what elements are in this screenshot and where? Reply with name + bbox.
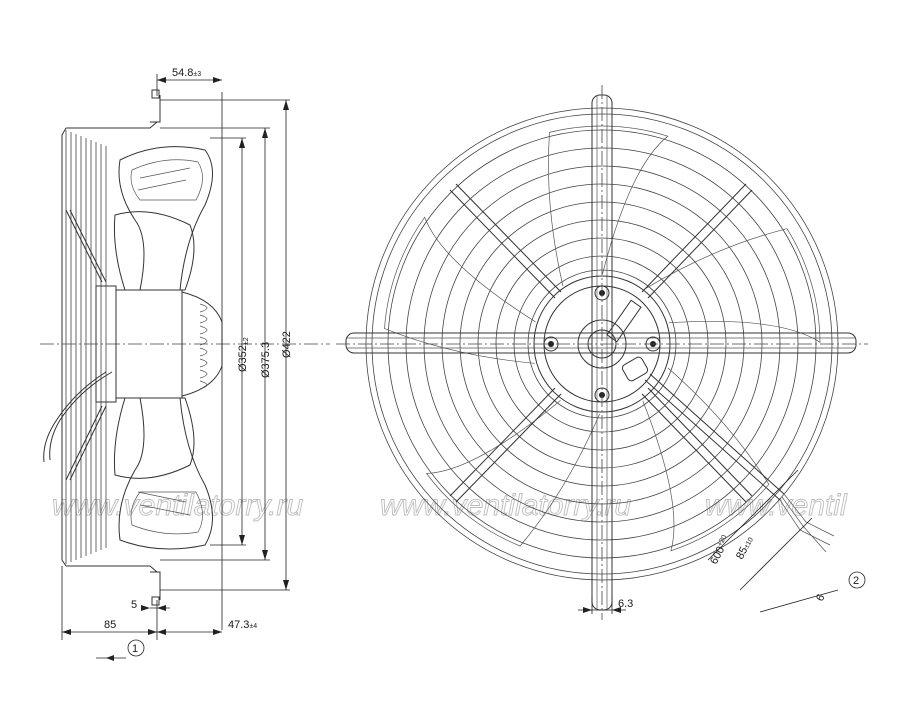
blade-upper-inner [130, 159, 203, 201]
rotor-fin [199, 369, 208, 379]
horizontal-support-bar [345, 332, 857, 354]
arrow-d422-top [283, 100, 289, 110]
front-cable [644, 373, 785, 501]
spoke-nw [449, 183, 562, 299]
blade-upper-slot [137, 167, 191, 191]
rotor-fin [199, 314, 208, 324]
rotor-fin [199, 380, 208, 390]
arrow-47-r [213, 629, 222, 635]
arrow-54-8-l [157, 77, 166, 83]
marker-1-arrow [106, 655, 114, 661]
front-blades [384, 125, 821, 552]
dim-line-600 [707, 469, 799, 561]
arrow-d375-bot [262, 550, 268, 560]
spoke-se [641, 387, 753, 503]
cable [43, 371, 113, 463]
guard-top-rail [61, 121, 158, 573]
arrow-5-l [141, 605, 150, 611]
front-view: 6.3 85±10 600+20 6 2 [336, 85, 868, 620]
rotor-fin [199, 347, 208, 357]
rotor-fin [199, 358, 208, 368]
arrow-d352-bot [239, 535, 245, 545]
blade-lower-slot [137, 491, 191, 516]
arrow-d422-bot [283, 580, 289, 590]
label-d422: Ø422 [281, 331, 293, 358]
front-blade [425, 400, 600, 547]
blade-mid-lower [113, 397, 195, 479]
arrow-47-l [157, 629, 166, 635]
blade-upper-outer [118, 146, 213, 291]
label-47-3: 47.3±4 [228, 619, 257, 631]
arrow-85-l [62, 629, 71, 635]
hub-label-plate [606, 299, 642, 343]
label-5: 5 [131, 599, 137, 611]
label-85: 85 [104, 619, 116, 631]
guard-top-bracket [150, 95, 161, 600]
arrow-d352-top [239, 138, 245, 148]
front-blade [644, 228, 821, 343]
label-85-cable: 85±10 [734, 535, 756, 562]
dim-line-6-wire [759, 589, 839, 613]
side-view: Ø352±2 Ø375.3 Ø422 54.8±3 85 47.3±4 5 1 [40, 67, 330, 661]
marker-1-circle [127, 639, 145, 657]
arrow-6-3-l [583, 607, 592, 613]
arrow-54-8-r [213, 77, 222, 83]
rotor-fins [199, 303, 208, 390]
rotor-fin [199, 303, 208, 313]
guard-strut-lower [65, 405, 107, 481]
marker-1-label: 1 [132, 643, 138, 655]
front-blade [548, 125, 669, 287]
bottom-mount-tab [151, 596, 160, 606]
label-d352: Ø352±2 [237, 337, 250, 372]
spoke-sw [449, 387, 562, 503]
marker-2-circle [848, 571, 866, 589]
arrow-5-r [157, 605, 166, 611]
spoke-ne [641, 183, 753, 299]
front-blade [642, 367, 770, 552]
blade-lower-inner [130, 491, 203, 535]
dim-line-85-cable [739, 517, 813, 591]
label-6-wire: 6 [814, 592, 827, 603]
front-blade [384, 216, 536, 364]
rotor-fin [199, 325, 208, 335]
arrow-6-3-r [612, 607, 621, 613]
label-6-3: 6.3 [618, 598, 633, 610]
cable-gland [621, 356, 649, 382]
guard-strut-upper [65, 209, 107, 283]
blade-mid-upper [113, 211, 195, 291]
arrow-d375-top [262, 128, 268, 138]
watermark-text-1: www.ventilatorry.ru [52, 489, 303, 522]
label-54-8: 54.8±3 [172, 67, 201, 79]
marker-2-label: 2 [853, 575, 859, 587]
arrow-85-r [148, 629, 157, 635]
label-d375: Ø375.3 [260, 342, 272, 378]
top-mount-tab [151, 89, 160, 99]
blade-lower-outer [118, 397, 213, 550]
